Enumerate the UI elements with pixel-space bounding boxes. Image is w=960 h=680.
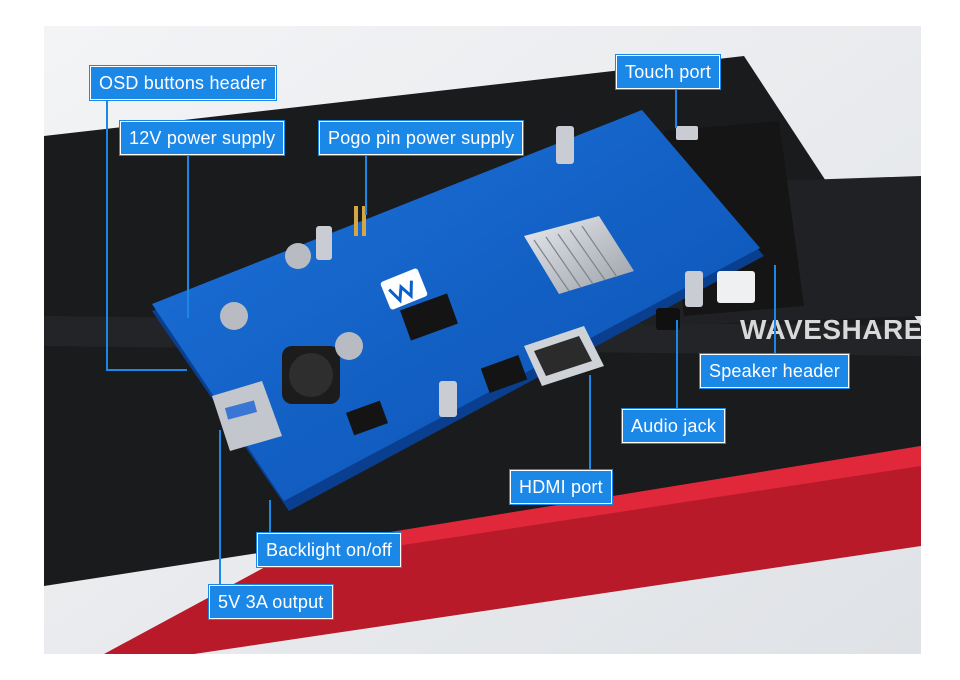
waveshare-watermark: WAVESHARE <box>740 314 923 345</box>
capacitor <box>335 332 363 360</box>
heatsink <box>524 216 634 294</box>
label-5v-3a-output: 5V 3A output <box>209 585 333 619</box>
speaker-connector <box>717 271 755 303</box>
label-audio-jack: Audio jack <box>622 409 726 443</box>
audio-jack-connector <box>656 308 680 330</box>
label-backlight-on-off: Backlight on/off <box>257 533 401 567</box>
standoff <box>439 381 457 417</box>
label-touch-port: Touch port <box>616 55 721 89</box>
standoff <box>685 271 703 307</box>
label-osd-buttons-header: OSD buttons header <box>90 66 276 100</box>
ic-chip <box>400 293 458 341</box>
waveshare-logo-icon <box>380 268 428 310</box>
capacitor <box>220 302 248 330</box>
ic-chip <box>345 400 389 436</box>
panel-red-highlight <box>314 446 921 554</box>
leader-osd <box>106 97 187 371</box>
standoff <box>556 126 574 164</box>
label-hdmi-port: HDMI port <box>510 470 612 504</box>
ic-chip <box>480 354 528 394</box>
label-speaker-header: Speaker header <box>700 354 849 388</box>
touch-usb-connector <box>676 126 698 140</box>
capacitor <box>285 243 311 269</box>
label-12v-power-supply: 12V power supply <box>120 121 285 155</box>
label-pogo-pin-power-supply: Pogo pin power supply <box>319 121 524 155</box>
standoff <box>316 226 332 260</box>
usb-port <box>212 381 282 451</box>
